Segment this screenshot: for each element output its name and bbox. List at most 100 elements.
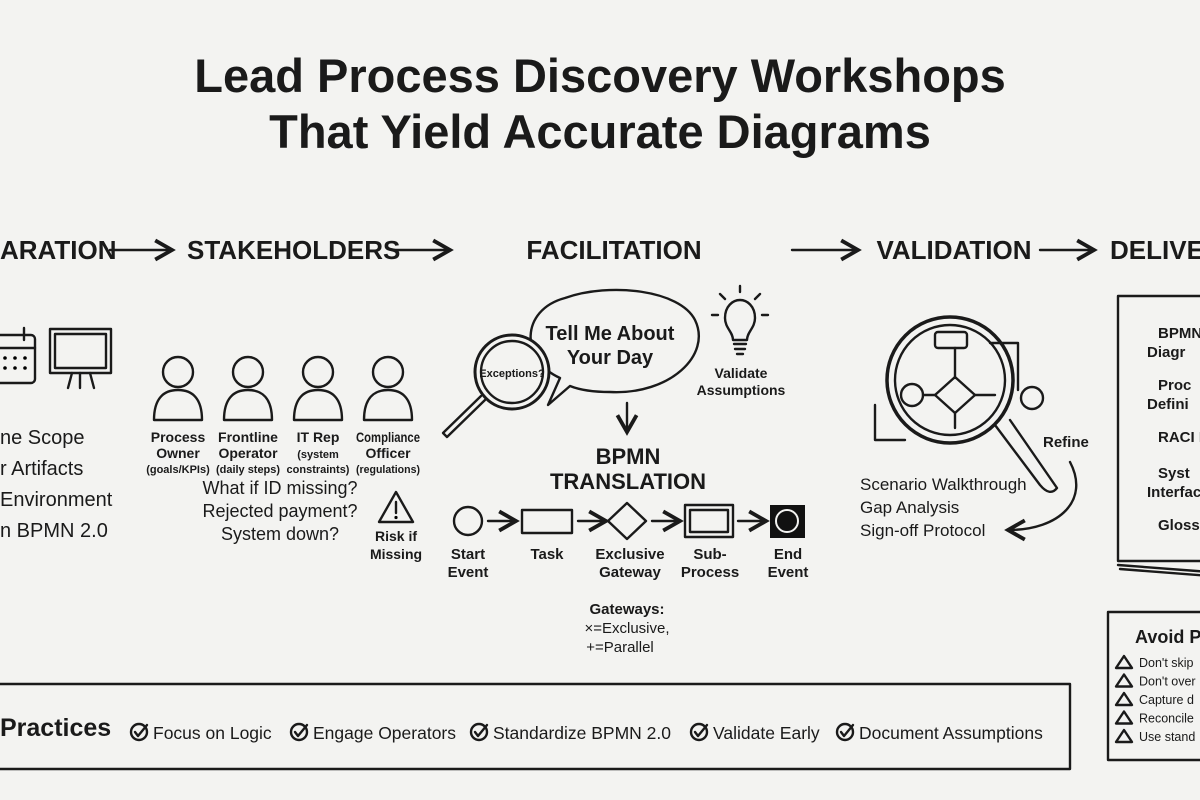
task-icon: [520, 508, 574, 535]
warning-icon: [1114, 654, 1134, 670]
avoid-item: Don't over: [1139, 675, 1196, 689]
stakeholder-note: (regulations): [356, 464, 420, 476]
validation-item: Scenario Walkthrough: [860, 475, 1027, 494]
flow-label: Process: [681, 564, 739, 581]
magnifier-text: Exceptions?: [479, 368, 545, 380]
prep-item: ne Scope: [0, 427, 85, 449]
bubble-text: Your Day: [567, 347, 654, 369]
avoid-box: [1106, 610, 1200, 762]
practice-item: Focus on Logic: [153, 723, 272, 743]
warning-icon: [1114, 728, 1134, 744]
practice-item: Document Assumptions: [859, 723, 1043, 743]
bulb-label: Assumptions: [697, 382, 786, 398]
person-icon: [152, 355, 204, 422]
stakeholder-note: (goals/KPIs): [146, 464, 210, 476]
flow-label: Event: [768, 564, 809, 581]
stakeholder-name: (system: [297, 449, 339, 461]
flow-label: Exclusive: [595, 546, 664, 563]
stakeholder-name: Operator: [218, 445, 278, 461]
stage-preparation: ARATION: [0, 235, 117, 265]
flow-label: End: [774, 546, 802, 563]
check-circle-icon: [469, 722, 489, 742]
gateways-note: ×=Exclusive,: [584, 620, 669, 637]
easel-icon: [48, 327, 113, 390]
stakeholder-name: Compliance: [356, 429, 420, 445]
title-line-1: Lead Process Discovery Workshops: [194, 49, 1006, 102]
person-icon: [222, 355, 274, 422]
bubble-text: Tell Me About: [546, 323, 675, 345]
bulb-label: Validate: [715, 365, 768, 381]
practices-title: Practices: [0, 714, 111, 742]
deliverable-item: Proc: [1158, 377, 1191, 394]
flow-label: Task: [530, 546, 564, 563]
warning-icon: [1114, 710, 1134, 725]
refine-arrow-icon: [1004, 460, 1078, 542]
practice-item: Validate Early: [713, 723, 820, 743]
validation-item: Sign-off Protocol: [860, 521, 985, 540]
gateways-note: Gateways:: [589, 601, 664, 618]
stakeholder-name: IT Rep: [297, 429, 340, 445]
risk-label: Missing: [370, 546, 422, 562]
stage-deliverables: DELIVER: [1110, 235, 1200, 265]
stakeholder-note: (daily steps): [216, 464, 280, 476]
risk-label: Risk if: [375, 528, 417, 544]
avoid-item: Don't skip: [1139, 656, 1194, 670]
deliverable-item: Diagr: [1147, 344, 1186, 361]
prep-item: n BPMN 2.0: [0, 520, 108, 542]
practice-item: Standardize BPMN 2.0: [493, 723, 671, 743]
deliverable-item: RACI M: [1158, 429, 1200, 446]
warning-icon: [1114, 673, 1134, 688]
deliverable-item: Defini: [1147, 396, 1189, 413]
person-icon: [292, 355, 344, 422]
magnifier-icon: [441, 333, 551, 439]
speech-bubble: [529, 288, 700, 407]
subprocess-icon: [683, 503, 735, 539]
avoid-item: Reconcile: [1139, 712, 1194, 726]
question: Rejected payment?: [202, 501, 357, 521]
stage-validation: VALIDATION: [876, 235, 1031, 265]
refine-label: Refine: [1043, 434, 1089, 451]
stakeholder-note: constraints): [287, 464, 350, 476]
lightbulb-icon: [710, 284, 770, 356]
check-circle-icon: [289, 722, 309, 742]
stakeholder-name: Frontline: [218, 429, 278, 445]
flow-label: Sub-: [693, 546, 726, 563]
bpmn-flow: [452, 501, 805, 541]
stage-facilitation: FACILITATION: [526, 235, 701, 265]
translation-title: TRANSLATION: [550, 469, 706, 494]
deliverable-item: Gloss: [1158, 517, 1200, 534]
check-circle-icon: [835, 722, 855, 742]
question: System down?: [221, 524, 339, 544]
deliverable-item: Syst: [1158, 465, 1190, 482]
start-event-icon: [452, 505, 484, 537]
flow-label: Gateway: [599, 564, 661, 581]
prep-item: r Artifacts: [0, 458, 83, 480]
avoid-item: Use stand: [1139, 730, 1195, 744]
deliverable-item: BPMN: [1158, 325, 1200, 342]
avoid-title: Avoid P: [1135, 627, 1200, 647]
magnifier-flowchart-icon: [873, 315, 1059, 493]
stage-stakeholders: STAKEHOLDERS: [187, 235, 400, 265]
practice-item: Engage Operators: [313, 723, 456, 743]
stakeholder-name: Owner: [156, 445, 200, 461]
title-line-2: That Yield Accurate Diagrams: [269, 105, 931, 158]
avoid-item: Capture d: [1139, 693, 1194, 707]
deliverable-item: Interfac: [1147, 484, 1200, 501]
translation-title: BPMN: [596, 444, 661, 469]
gateway-icon: [606, 501, 648, 541]
flow-label: Start: [451, 546, 485, 563]
practices-box: [0, 682, 1072, 771]
calendar-icon: [0, 326, 37, 385]
gateways-note: +=Parallel: [586, 639, 654, 656]
deliverables-document: [1116, 294, 1200, 577]
prep-item: Environment: [0, 489, 113, 511]
question: What if ID missing?: [202, 478, 357, 498]
check-circle-icon: [129, 722, 149, 742]
check-circle-icon: [689, 722, 709, 742]
warning-icon: [377, 490, 415, 524]
stakeholder-name: Officer: [365, 445, 411, 461]
warning-icon: [1114, 691, 1134, 707]
stakeholder-name: Process: [151, 429, 206, 445]
flow-label: Event: [448, 564, 489, 581]
